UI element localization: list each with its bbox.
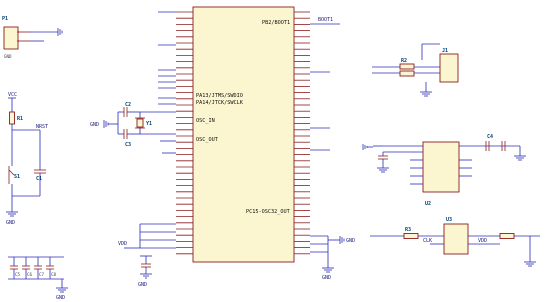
- cap-bank: C5 C6 C7 C8 GND: [8, 256, 68, 301]
- osc-gnd-label: GND: [90, 122, 99, 128]
- reset-circuit: VCC R1 NRST S1 C1 GND: [6, 92, 48, 226]
- mcu-body: [192, 6, 295, 263]
- gnd-label-mcu-right: GND: [346, 238, 355, 244]
- reset-resistor: [9, 111, 15, 125]
- osc-out-res: [499, 233, 515, 239]
- bank-capacitor-ref: C6: [27, 272, 33, 277]
- reset-vcc-label: VCC: [8, 92, 17, 98]
- crystal-body: [136, 118, 144, 128]
- vdd-label-left: VDD: [118, 241, 127, 247]
- bank-capacitor-ref: C7: [39, 272, 45, 277]
- usb-res-a: [399, 63, 415, 70]
- reset-gnd-label: GND: [6, 220, 15, 226]
- gnd-label-vdd: GND: [138, 282, 147, 288]
- mcu-pin-osc32-label: PC15-OSC32_OUT: [246, 209, 290, 215]
- mcu-pin-swclk-label: PA14/JTCK/SWCLK: [196, 100, 244, 106]
- crystal-ref: Y1: [146, 121, 152, 127]
- header-p1: P1 GND: [2, 16, 63, 59]
- mcu-right-nets: [310, 23, 340, 268]
- reset-cap-ref: C1: [36, 176, 42, 182]
- mcu: PA13/JTMS/SWDIO PA14/JTCK/SWCLK OSC_IN O…: [176, 6, 310, 263]
- header-body: [3, 26, 19, 50]
- reset-res-ref: R1: [17, 116, 23, 122]
- net-label-boot1: BOOT1: [318, 17, 333, 23]
- crystal-circuit: GND C2 C3 Y1: [90, 102, 176, 148]
- usb-block: R2 J1: [372, 43, 459, 97]
- regulator-body: [422, 141, 460, 193]
- vdd-decoupling-left: VDD GND: [118, 241, 152, 288]
- gnd-symbol-mcu-bottom: GND: [322, 267, 334, 281]
- mcu-left-pins: [176, 11, 193, 255]
- reset-net-label: NRST: [36, 124, 48, 130]
- osc-clk-label: CLK: [423, 238, 432, 244]
- osc-ic-body: [443, 223, 469, 255]
- cap-bank-caps: C5 C6 C7 C8: [10, 257, 57, 279]
- mcu-pin-oscin-label: OSC_IN: [196, 118, 215, 124]
- gnd-symbol-mcu-right: GND: [339, 236, 355, 244]
- regulator-block: U2 C4: [362, 134, 526, 207]
- usb-res-ref: R2: [401, 58, 407, 64]
- mcu-left-nets: [139, 11, 176, 249]
- osc-vdd-label: VDD: [478, 238, 487, 244]
- header-ref: P1: [2, 16, 8, 22]
- mcu-pin-boot1-label: PB2/BOOT1: [262, 20, 290, 26]
- xtal-c2-ref: C3: [125, 142, 131, 148]
- bank-capacitor-ref: C8: [51, 272, 57, 277]
- osc-res-body: [403, 233, 419, 239]
- regulator-cap-ref: C4: [487, 134, 493, 140]
- cap-bank-gnd-label: GND: [56, 295, 65, 301]
- bank-capacitor: C6: [22, 257, 33, 279]
- reset-sw-ref: S1: [14, 174, 20, 180]
- gnd-label-mcu-bottom: GND: [322, 275, 331, 281]
- header-gnd-label: GND: [4, 54, 12, 59]
- mcu-pin-swdio-label: PA13/JTMS/SWDIO: [196, 93, 243, 99]
- usb-connector-ref: J1: [442, 48, 448, 54]
- regulator-ref: U2: [425, 201, 431, 207]
- mcu-pin-oscout-label: OSC_OUT: [196, 137, 218, 143]
- xtal-c1-ref: C2: [125, 102, 131, 108]
- osc-ic-ref: U3: [446, 217, 452, 223]
- bank-capacitor-ref: C5: [15, 272, 21, 277]
- osc-res-ref: R3: [405, 227, 411, 233]
- mcu-right-pins: [294, 11, 310, 255]
- usb-connector-body: [439, 53, 459, 83]
- usb-res-b: [399, 70, 415, 77]
- bank-capacitor: C8: [46, 257, 57, 279]
- bank-capacitor: C5: [10, 257, 21, 279]
- bank-capacitor: C7: [34, 257, 45, 279]
- osc-block: U3 R3 CLK VDD: [370, 217, 540, 267]
